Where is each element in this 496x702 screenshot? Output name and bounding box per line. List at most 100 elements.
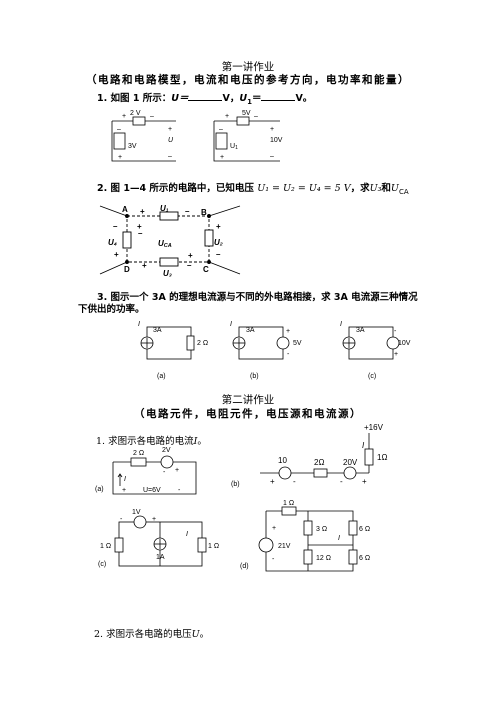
label-fig3c: (c) [368,373,376,380]
svg-text:–: – [113,222,118,231]
resistor-l2a [130,457,147,467]
svg-text:-: - [120,516,123,523]
figure-3b: I 3A 5V +- (b) [230,321,302,380]
svg-text:+: + [122,113,126,120]
svg-text:2Ω: 2Ω [314,458,324,467]
svg-text:I: I [124,476,126,483]
resistor-12ohm [303,549,313,565]
svg-text:-: - [340,477,343,486]
svg-text:-: - [293,477,296,486]
svg-text:1Ω: 1Ω [377,453,387,462]
svg-text:10V: 10V [398,340,411,347]
figure-3c: I 3A 10V -+ (c) [340,321,411,380]
resistor-2ohm [186,335,195,351]
svg-text:I: I [186,531,188,538]
resistor-1ohm-d [281,506,297,516]
svg-text:+: + [118,154,122,161]
svg-text:-: - [272,556,275,563]
lecture1-q1: 1. 如图 1 所示：U＝V，U1＝V。 [97,91,313,106]
lecture1-q3-line1: 3. 图示一个 3A 的理想电流源与不同的外电路相接，求 3A 电流源三种情况 [97,292,418,303]
svg-text:5V: 5V [293,340,302,347]
lecture2-q2: 2. 求图示各电路的电压U。 [94,629,210,640]
svg-text:–: – [219,126,223,133]
svg-text:1A: 1A [156,554,165,561]
voltage-source-10v [386,336,400,350]
resistor-3ohm [303,520,313,536]
figure-2: A B C D U₁ U₂ U₃ U₄ UCA +– +– +– + –+ +– [99,204,241,278]
svg-text:–: – [150,113,154,120]
svg-text:-: - [178,487,181,494]
svg-text:2V: 2V [162,447,171,454]
svg-text:+: + [225,113,229,120]
svg-text:+: + [270,477,275,486]
resistor-l2c-left [114,537,124,553]
label-1a-top: 2 V [130,110,141,117]
svg-text:–: – [117,126,121,133]
resistor-6ohm-a [348,520,358,536]
svg-text:I: I [338,535,340,542]
label-1b-src: U1 [230,143,238,151]
source-u1 [215,132,228,150]
resistor-6ohm-b [348,549,358,565]
svg-text:6 Ω: 6 Ω [359,526,370,533]
resistor-l2c-right [197,537,207,553]
svg-text:–: – [185,207,190,216]
lecture2-title: 第二讲作业 [221,394,275,406]
node-c: C [203,265,209,274]
source-3v [113,132,126,150]
svg-text:3 Ω: 3 Ω [316,526,327,533]
svg-text:-: - [394,328,397,335]
lecture1-q2: 2. 图 1—4 所示的电路中，已知电压 U₁ = U₂ = U₄ = 5 V，… [97,183,409,196]
svg-text:+: + [152,516,156,523]
figure-l2-b: 10 2Ω 20V +16V 1Ω I +- -+ (b) [231,423,387,488]
figure-l2-d: 1 Ω + 21V - 3 Ω 6 Ω 12 Ω 6 Ω I (d) [240,500,370,572]
svg-text:10: 10 [278,456,287,465]
svg-text:U=6V: U=6V [143,487,161,494]
svg-text:+: + [220,154,224,161]
svg-text:I: I [362,441,365,450]
answer-blank-u[interactable] [188,91,223,101]
voltage-source-20v [343,466,357,480]
answer-blank-u1[interactable] [261,91,296,101]
svg-text:2 Ω: 2 Ω [133,450,144,457]
lecture2-subtitle: （电路元件，电阻元件，电压源和电流源） [134,408,362,420]
svg-text:–: – [216,250,221,259]
svg-text:-: - [287,351,290,358]
svg-text:+: + [216,222,221,231]
lecture1-q3-line2: 下供出的功率。 [78,304,145,315]
svg-text:–: – [187,261,192,270]
svg-text:+: + [188,251,193,260]
resistor-1a [132,116,146,126]
label-l2b: (b) [231,481,240,488]
svg-text:2 Ω: 2 Ω [197,340,208,347]
lecture1-title: 第一讲作业 [221,61,275,73]
lecture1-subtitle: （电路和电路模型，电流和电压的参考方向，电功率和能量） [86,74,410,86]
node-a: A [122,205,128,214]
label-1a-out: U [168,137,174,144]
svg-text:–: – [270,153,274,160]
label-u4: U₄ [108,238,117,247]
svg-text:–: – [254,113,258,120]
voltage-source-1v [133,515,147,529]
svg-text:3A: 3A [356,327,365,334]
label-fig3a: (a) [157,373,166,380]
figure-1a: 2 V + – 3V – + + U – [111,110,176,162]
node-d: D [124,265,130,274]
svg-text:+: + [142,261,147,270]
label-1b-out: 10V [270,137,283,144]
svg-text:+: + [272,525,276,532]
svg-text:12 Ω: 12 Ω [316,555,331,562]
svg-text:+: + [168,126,172,133]
svg-text:1 Ω: 1 Ω [208,543,219,550]
lecture2-q1: 1. 求图示各电路的电流I。 [96,436,207,447]
resistor-1ohm-b [364,448,374,466]
figure-l2-a: 2 Ω 2V -+ I +- U=6V (a) [95,447,197,495]
resistor-2ohm-b [313,468,328,478]
svg-text:+: + [394,351,398,358]
label-u2: U₂ [214,238,223,247]
svg-text:+: + [122,487,126,494]
svg-text:+: + [137,222,142,231]
label-fig3b: (b) [250,373,259,380]
svg-text:3A: 3A [153,327,162,334]
